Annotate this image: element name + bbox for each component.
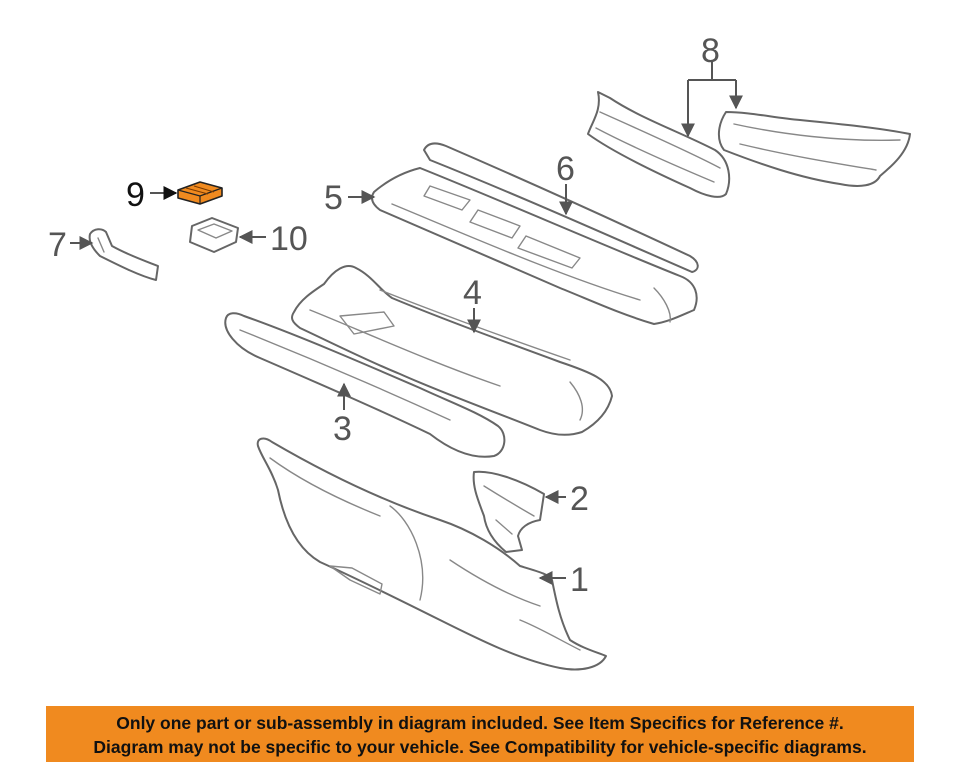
part-8-right-cowl-panel[interactable] xyxy=(718,111,911,187)
part-3-strip[interactable] xyxy=(224,312,506,458)
part-7-bracket[interactable] xyxy=(88,228,159,281)
callout-8: 8 xyxy=(701,32,720,70)
part-10-tray[interactable] xyxy=(189,217,239,253)
leader-8 xyxy=(687,62,736,134)
disclaimer-line-2: Diagram may not be specific to your vehi… xyxy=(93,737,867,757)
callout-3: 3 xyxy=(333,410,352,448)
part-9-pad-highlighted[interactable] xyxy=(177,181,223,205)
parts-diagram: 8 6 5 9 10 7 xyxy=(48,32,911,671)
part-5-cowl-panel[interactable] xyxy=(371,167,698,325)
part-2-small-insulator[interactable] xyxy=(472,470,545,553)
callout-6: 6 xyxy=(556,150,575,188)
callout-4: 4 xyxy=(463,274,482,312)
callout-1: 1 xyxy=(570,561,589,599)
callout-2: 2 xyxy=(570,480,589,518)
disclaimer-line-1: Only one part or sub-assembly in diagram… xyxy=(116,713,844,733)
part-8-left-cowl-panel[interactable] xyxy=(587,91,731,198)
callout-5: 5 xyxy=(324,179,343,217)
part-1-dash-insulator[interactable] xyxy=(256,437,607,671)
disclaimer-banner: Only one part or sub-assembly in diagram… xyxy=(46,706,914,762)
part-4-insulator[interactable] xyxy=(291,265,613,436)
callout-9: 9 xyxy=(126,176,145,214)
callout-7: 7 xyxy=(48,226,67,264)
callout-10: 10 xyxy=(270,220,308,258)
